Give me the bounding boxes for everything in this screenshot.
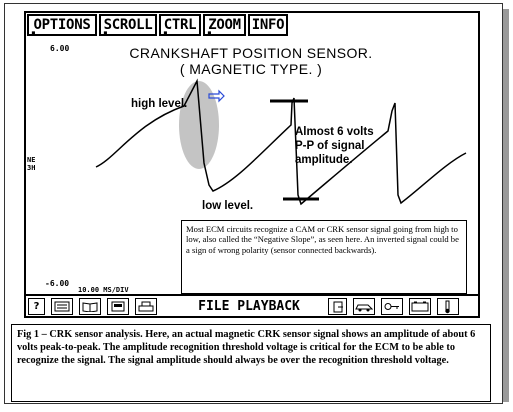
pp-annotation-line2: P-P of signal (295, 140, 365, 152)
help-glyph: ? (33, 301, 40, 312)
scale-bottom-label: -6.00 (45, 279, 70, 288)
menu-ctrl-button[interactable]: CTRL▪ (159, 14, 201, 37)
figure-caption: Fig 1 – CRK sensor analysis. Here, an ac… (11, 324, 491, 402)
slope-note-text: Most ECM circuits recognize a CAM or CRK… (186, 224, 459, 255)
menu-options-label: OPTIONS (33, 17, 91, 33)
figure-frame: OPTIONS▪ SCROLL▪ CTRL▪ ZOOM▪ INFO 6.00 -… (4, 3, 503, 404)
pp-annotation-line1: Almost 6 volts (295, 126, 374, 138)
bottom-toolbar: ? FILE PLAYBACK (26, 294, 478, 316)
timebase-label: 10.00 MS/DIV (78, 286, 129, 294)
help-icon[interactable]: ? (28, 298, 45, 315)
exit-icon[interactable] (328, 298, 347, 315)
scale-top-label: 6.00 (50, 44, 70, 53)
low-level-annotation: low level. (202, 200, 254, 212)
high-level-annotation: high level. (131, 98, 188, 110)
sensor-title-line1: CRANKSHAFT POSITION SENSOR. (129, 45, 373, 61)
sensor-title-line2: ( MAGNETIC TYPE. ) (179, 61, 323, 77)
menu-ctrl-label: CTRL (163, 17, 197, 33)
slope-note-box: Most ECM circuits recognize a CAM or CRK… (181, 220, 467, 294)
waveform-plot (95, 78, 467, 206)
trigger-arrow-icon (208, 89, 225, 103)
vehicle-icon[interactable] (353, 298, 375, 315)
scope-screen: OPTIONS▪ SCROLL▪ CTRL▪ ZOOM▪ INFO 6.00 -… (24, 11, 480, 318)
battery-icon[interactable] (409, 298, 431, 315)
file-playback-label: FILE PLAYBACK (198, 299, 300, 314)
negative-slope-highlight (179, 81, 219, 169)
channel-label-1: NE (27, 156, 36, 164)
pp-annotation-line3: amplitude. (295, 154, 353, 166)
sensor-title: CRANKSHAFT POSITION SENSOR. ( MAGNETIC T… (121, 45, 381, 77)
vehicle-data-icon[interactable] (51, 298, 73, 315)
menu-options-button[interactable]: OPTIONS▪ (27, 14, 97, 37)
menu-zoom-label: ZOOM (208, 17, 241, 33)
key-icon[interactable] (381, 298, 403, 315)
menu-scroll-button[interactable]: SCROLL▪ (99, 14, 157, 37)
channel-label-2: 3H (27, 164, 36, 172)
menu-info-button[interactable]: INFO (248, 14, 288, 36)
menu-zoom-button[interactable]: ZOOM▪ (203, 14, 246, 37)
book-icon[interactable] (79, 298, 101, 315)
print-icon[interactable] (135, 298, 157, 315)
menu-scroll-label: SCROLL (103, 17, 153, 33)
printer-setup-icon[interactable] (107, 298, 129, 315)
pp-annotation: Almost 6 volts P-P of signal amplitude. (295, 125, 374, 167)
menu-info-label: INFO (251, 17, 285, 33)
figure-caption-text: Fig 1 – CRK sensor analysis. Here, an ac… (17, 329, 476, 367)
thermometer-icon[interactable] (437, 298, 459, 315)
